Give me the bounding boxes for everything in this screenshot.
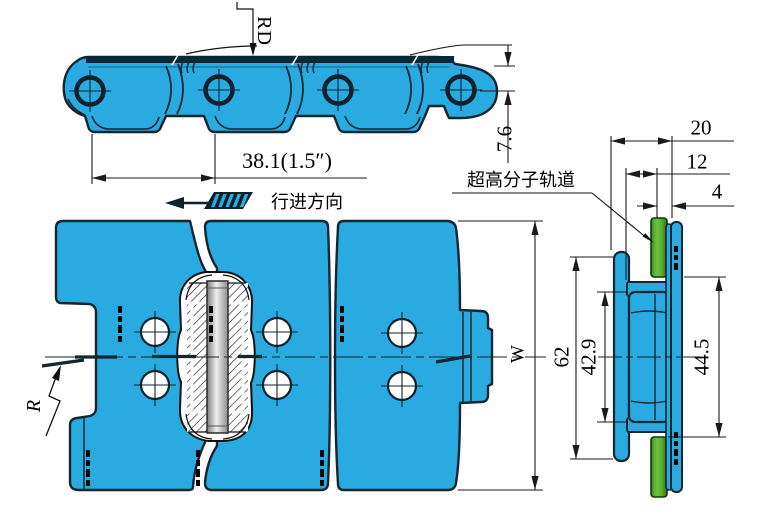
pin-hole-icon <box>69 70 111 112</box>
chain-body <box>62 55 499 134</box>
travel-direction-arrow <box>165 192 253 209</box>
pin-hole-icon <box>256 364 298 406</box>
dim-pitch <box>91 134 367 184</box>
dim-42-9-label: 42.9 <box>576 338 601 376</box>
pin-hole-icon <box>381 365 423 407</box>
dim-44-5-label: 44.5 <box>689 338 714 376</box>
width-label: W <box>507 345 529 363</box>
lead-in-curve <box>185 45 258 55</box>
plate-marking <box>196 450 200 486</box>
pin-hole-icon <box>256 311 298 353</box>
radius-label: R <box>23 399 45 413</box>
pin-hole-icon <box>134 364 176 406</box>
link-plate-3 <box>333 219 494 492</box>
section-view <box>452 136 734 498</box>
plan-view <box>41 219 546 492</box>
rd-label: RD <box>253 16 275 46</box>
plate-marking <box>209 306 213 342</box>
pin-hole-icon <box>381 312 423 354</box>
dim-width-w <box>458 220 543 491</box>
dim-12-label: 12 <box>686 149 708 174</box>
pin-hole-icons <box>69 69 482 112</box>
dim-7-6 <box>480 45 515 163</box>
overlap-arc-marks <box>180 57 433 74</box>
pin-hole-icon <box>134 311 176 353</box>
radius-leader <box>45 365 61 437</box>
pin-hole-icons-plan <box>134 311 423 407</box>
link-joint-lines <box>164 63 425 115</box>
pin-hole-icon <box>317 69 359 111</box>
dim-62 <box>570 256 613 460</box>
bottom-lug-lines <box>67 98 421 130</box>
dim-44-5 <box>668 276 726 438</box>
plan-centerline <box>41 354 546 368</box>
dim-4-label: 4 <box>711 179 723 204</box>
track-label: 超高分子轨道 <box>467 170 575 190</box>
side-view <box>62 2 515 209</box>
pitch-dimension-label: 38.1(1.5″) <box>242 148 332 173</box>
joint-gap-marks <box>171 54 419 66</box>
lead-in-curve <box>409 44 512 56</box>
pin-hole-icon <box>440 69 482 111</box>
thickness-dimension-label: 7.6 <box>492 125 517 153</box>
track-label-leader <box>452 192 654 243</box>
pin-hole-icon <box>198 69 240 111</box>
dim-12 <box>625 168 730 280</box>
plate-marking <box>340 306 344 342</box>
rd-leader <box>236 2 257 56</box>
plate-marking <box>320 450 324 486</box>
dim-62-label: 62 <box>549 346 574 368</box>
dim-42-9 <box>597 291 628 423</box>
plate-marking <box>118 306 122 342</box>
link-plate-1 <box>54 219 208 492</box>
plate-markings <box>86 306 344 486</box>
plate-marking <box>674 246 678 465</box>
plate-marking <box>86 450 90 486</box>
dim-20-label: 20 <box>690 115 712 140</box>
travel-direction-label: 行进方向 <box>271 192 343 212</box>
guide-rail-bottom <box>650 436 668 498</box>
top-surface-stripe <box>86 56 454 63</box>
guide-rail-top <box>650 217 668 278</box>
